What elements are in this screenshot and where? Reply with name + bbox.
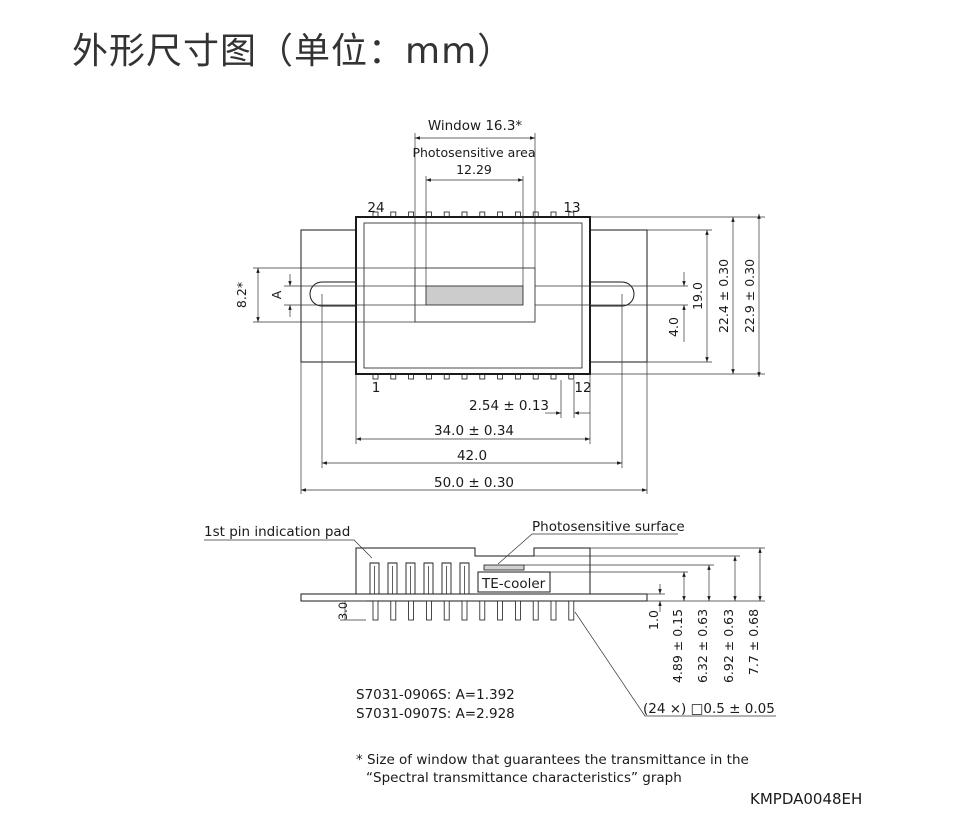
top-view: Window 16.3* Photosensitive area 12.29 2… <box>234 118 765 494</box>
external-lead <box>479 600 486 621</box>
external-lead <box>443 600 450 621</box>
base-plate <box>300 593 648 602</box>
dim-1-0-label: 1.0 <box>646 610 661 630</box>
dimension-a-label: A <box>269 290 284 299</box>
dim-4-89-label: 4.89 ± 0.15 <box>670 609 685 683</box>
footnote-line-1: * Size of window that guarantees the tra… <box>356 752 749 768</box>
side-view: TE-cooler 1st pin indication pad Photose… <box>204 519 776 717</box>
footnote-line-2: “Spectral transmittance characteristics”… <box>366 770 682 786</box>
dim-6-92-label: 6.92 ± 0.63 <box>721 609 736 683</box>
dim-4-label: 4.0 <box>666 317 681 337</box>
external-lead <box>425 600 432 621</box>
external-lead <box>532 600 539 621</box>
right-flange <box>590 229 648 363</box>
external-lead <box>372 600 379 621</box>
dim-19-label: 19.0 <box>690 282 705 310</box>
page-title: 外形尺寸图（单位：mm） <box>72 31 515 72</box>
window-height-label: 8.2* <box>234 282 249 308</box>
package-inner-outline <box>363 222 583 369</box>
internal-pin <box>441 562 452 594</box>
dim-6-32-label: 6.32 ± 0.63 <box>695 609 710 683</box>
body-width-label: 34.0 ± 0.34 <box>434 423 514 439</box>
window-outline <box>414 267 536 323</box>
dim-22-9-label: 22.9 ± 0.30 <box>742 259 757 333</box>
internal-pin <box>459 562 470 594</box>
model-2-note: S7031-0907S: A=2.928 <box>356 706 515 722</box>
pin-size-label: (24 ×) □0.5 ± 0.05 <box>643 701 775 717</box>
lead-length-label: 3.0 <box>336 602 350 620</box>
photosensitive-area <box>425 285 524 306</box>
window-width-label: Window 16.3* <box>428 118 523 134</box>
te-cooler-label: TE-cooler <box>481 576 546 592</box>
te-cooler-box <box>477 571 551 593</box>
internal-pins <box>369 562 470 594</box>
left-flange <box>300 229 356 363</box>
internal-pin <box>423 562 434 594</box>
slot-span-label: 42.0 <box>457 448 487 464</box>
external-lead <box>497 600 504 621</box>
external-lead <box>568 600 575 621</box>
pin-12-label: 12 <box>574 380 591 396</box>
external-leads <box>372 600 575 621</box>
sensor-chip <box>483 564 525 571</box>
notes: S7031-0906S: A=1.392 S7031-0907S: A=2.92… <box>356 687 862 808</box>
first-pin-pad-label: 1st pin indication pad <box>204 524 350 540</box>
external-lead <box>515 600 521 621</box>
total-width-label: 50.0 ± 0.30 <box>434 475 514 491</box>
pin-pitch-label: 2.54 ± 0.13 <box>469 398 549 414</box>
photosensitive-area-label: Photosensitive area <box>412 145 535 160</box>
internal-pin <box>369 562 380 594</box>
internal-pin <box>405 562 416 594</box>
external-lead <box>550 600 557 621</box>
side-body <box>355 547 591 594</box>
external-lead <box>408 600 415 621</box>
model-1-note: S7031-0906S: A=1.392 <box>356 687 515 703</box>
pin-1-label: 1 <box>372 380 381 396</box>
external-lead <box>461 600 468 621</box>
external-lead <box>390 600 397 621</box>
dim-7-7-label: 7.7 ± 0.68 <box>746 609 761 675</box>
internal-pin <box>387 562 398 594</box>
photosensitive-width-label: 12.29 <box>456 162 492 177</box>
drawing-code: KMPDA0048EH <box>750 790 862 808</box>
pin-24-label: 24 <box>367 200 384 216</box>
pin-13-label: 13 <box>563 200 580 216</box>
photosensitive-surface-label: Photosensitive surface <box>532 519 685 535</box>
dim-22-4-label: 22.4 ± 0.30 <box>716 259 731 333</box>
bottom-pins <box>372 373 575 380</box>
